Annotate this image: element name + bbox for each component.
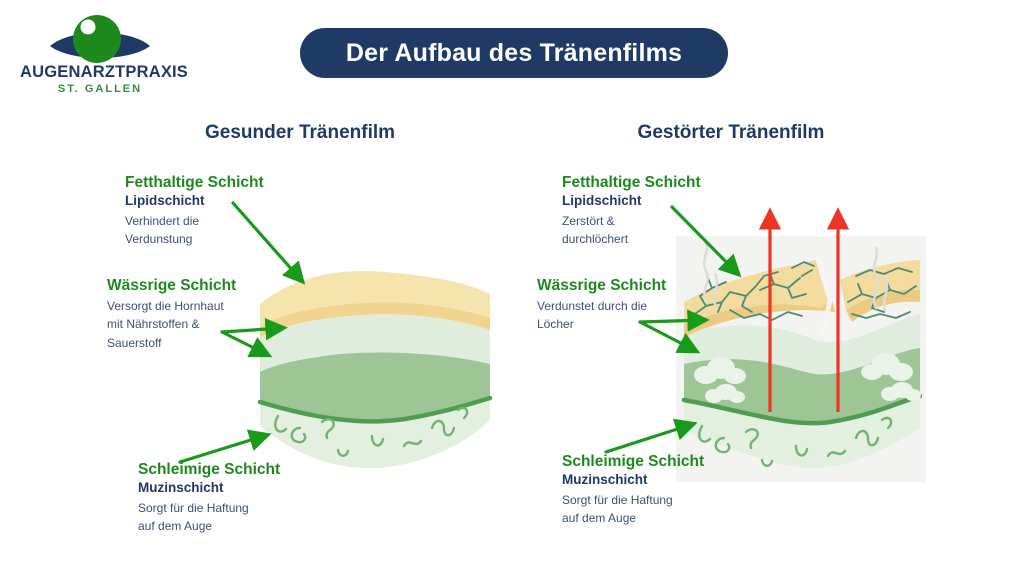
healthy-column-heading: Gesunder Tränenfilm — [204, 122, 396, 143]
practice-location: ST. GALLEN — [57, 83, 143, 96]
aqueous-layer-deep — [260, 352, 490, 422]
disturbed-tear-film-illustration — [676, 207, 926, 482]
mucin-boundary-line — [681, 393, 923, 426]
eye-logo-icon — [50, 15, 150, 63]
cloud-shapes — [694, 353, 921, 403]
disturbed-lipid-label: Fetthaltige Schicht Lipidschicht Zerstör… — [562, 174, 737, 249]
healthy-tear-film-illustration — [257, 271, 493, 469]
layer-name: Wässrige Schicht — [107, 277, 237, 294]
layer-description: Zerstört & durchlöchert — [562, 213, 629, 247]
layer-name: Fetthaltige Schicht — [125, 174, 264, 191]
crack-lines — [691, 261, 917, 321]
mucin-pointer-arrow-icon — [604, 418, 698, 454]
backdrop — [676, 236, 926, 482]
aqueous-layer-pale — [684, 314, 920, 375]
lipid-layer — [260, 271, 490, 327]
layer-description: Verhindert die Verdunstung — [125, 213, 200, 247]
practice-name: AUGENARZTPRAXIS — [20, 63, 189, 81]
layer-description: Sorgt für die Haftung auf dem Auge — [138, 500, 249, 534]
mucin-squiggles — [274, 406, 469, 457]
mucin-pointer-arrow-icon — [178, 429, 272, 464]
healthy-mucin-label: Schleimige Schicht Muzinschicht Sorgt fü… — [138, 461, 313, 536]
disturbed-aqueous-label: Wässrige Schicht Verdunstet durch die Lö… — [537, 277, 712, 334]
layer-subname: Lipidschicht — [562, 192, 642, 208]
aqueous-layer-deep — [684, 348, 920, 424]
healthy-aqueous-label: Wässrige Schicht Versorgt die Hornhaut m… — [107, 277, 282, 353]
layer-subname: Lipidschicht — [125, 192, 205, 208]
mucin-boundary-line — [257, 395, 493, 424]
practice-logo: AUGENARZTPRAXIS ST. GALLEN — [20, 10, 189, 96]
mucin-layer — [260, 398, 490, 469]
layer-name: Fetthaltige Schicht — [562, 174, 701, 191]
disturbed-column-heading: Gestörter Tränenfilm — [637, 122, 825, 143]
aqueous-layer-pale — [260, 314, 490, 372]
healthy-lipid-label: Fetthaltige Schicht Lipidschicht Verhind… — [125, 174, 300, 249]
smoke-wisps — [702, 242, 889, 312]
lipid-plate-right-edge — [846, 289, 920, 322]
layer-name: Schleimige Schicht — [138, 461, 281, 478]
layer-description: Verdunstet durch die Löcher — [537, 298, 648, 332]
title-banner: Der Aufbau des Tränenfilms — [300, 28, 728, 78]
page-title: Der Aufbau des Tränenfilms — [345, 38, 683, 67]
evaporation-arrows — [758, 207, 850, 412]
layer-subname: Muzinschicht — [138, 479, 224, 495]
layer-description: Sorgt für die Haftung auf dem Auge — [562, 492, 673, 526]
layer-subname: Muzinschicht — [562, 471, 648, 487]
crack-gap — [815, 256, 833, 337]
layer-name: Wässrige Schicht — [537, 277, 667, 294]
layer-name: Schleimige Schicht — [562, 453, 705, 470]
disturbed-mucin-label: Schleimige Schicht Muzinschicht Sorgt fü… — [562, 453, 737, 528]
lipid-plate-right — [840, 260, 920, 310]
layer-description: Versorgt die Hornhaut mit Nährstoffen & … — [107, 298, 224, 350]
lipid-layer-edge — [260, 302, 490, 338]
